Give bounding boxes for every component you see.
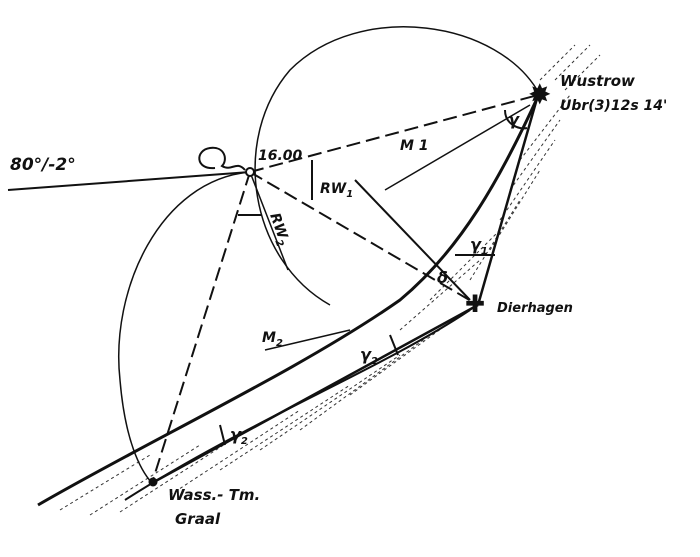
angle-rw1-label: RW1 [320,181,353,200]
ship-heading [249,171,289,271]
line-dierhagen-graal [151,303,479,485]
ship-track-loop [198,146,246,171]
graal-tower-icon [148,477,158,487]
angle-gamma2b-arc [219,424,226,446]
angle-gamma-wustrow-label: γ [508,110,520,129]
line-dierhagen-wustrow [476,94,540,306]
perp-m1 [384,104,531,191]
coast-strip [40,80,560,505]
course-line [7,171,251,191]
observer-position [245,167,255,177]
position-circle-2 [118,171,251,484]
center-m1-label: M 1 [400,138,429,154]
coast-hatching [59,44,601,516]
bearing-dierhagen [249,171,479,306]
angle-gamma2-graal-label: γ2 [230,425,248,447]
angle-rw2-label: RW2 [263,211,292,249]
angle-gamma1-label: γ1 [470,235,488,257]
angle-delta-label: δ [437,268,448,287]
wustrow-light-label: Ubr(3)12s 14' [560,98,667,114]
course-label: 80°/-2° [10,155,76,175]
angle-wustrow-arc [504,109,528,130]
position-circle-1 [254,26,541,306]
graal-label-line1: Wass.- Tm. [168,486,260,504]
coastline [37,91,542,507]
wustrow-label: Wustrow [560,72,635,90]
wustrow-light-icon: ✸ [528,80,551,111]
bearing-wustrow [249,94,539,173]
graal-label-line2: Graal [175,510,221,528]
bearing-graal [151,171,251,484]
perp-m2 [264,329,351,351]
dierhagen-mark-icon: ✚ [465,292,485,318]
angle-gamma2-label: γ2 [360,345,378,367]
dierhagen-label: Dierhagen [497,301,573,316]
center-m2-label: M2 [262,330,283,349]
angle-gamma2-arc [389,334,399,356]
time-label: 16.00 [258,148,303,164]
line-m1 [354,179,471,301]
